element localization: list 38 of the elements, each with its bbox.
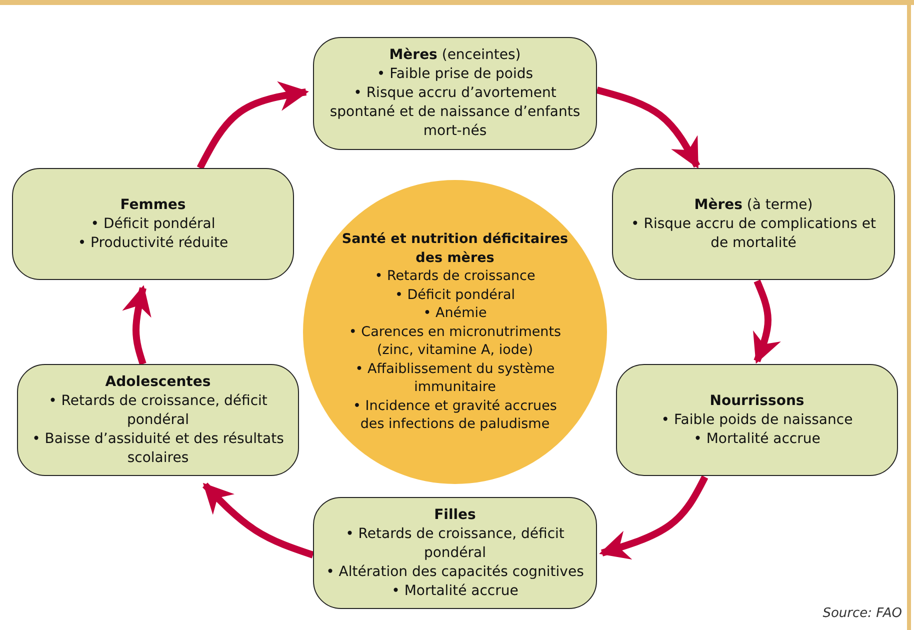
arrow [196,81,309,170]
bullet-text: • Productivité réduite [78,234,228,252]
process-box [616,364,898,476]
node-heading: Nourrissons [710,392,804,410]
node-heading: Santé et nutrition déficitaires des mères [340,230,570,268]
arrow [753,280,781,364]
arrow [596,86,700,169]
bullet-text: • Risque accru de complications et de mortalité [630,214,877,252]
bullet-text: • Baisse d’assiduité et des résultats scolaires [31,430,285,468]
bullet-text: • Retards de croissance, déficit pondéral [344,524,566,562]
node-heading: Adolescentes [105,372,211,392]
bullet-text: • Retards de croissance, déficit pondéral [48,392,268,430]
arrow [122,285,152,366]
source-note: Source: FAO [822,606,902,621]
arrow [599,475,708,560]
process-box [17,364,299,476]
bullet-text: • Déficit pondéral [394,286,516,304]
bullet-text: • Altération des capacités cognitives [326,562,584,582]
bullet-text: • Affaiblissement du système immunitaire [354,360,556,397]
bullet-text: • Risque accru d’avortement spontané et de naissance d’enfants mort-nés [328,84,582,141]
bullet-text: • Faible prise de poids [376,65,534,84]
bullet-text: • Incidence et gravité accrues des infections de paludisme [352,396,558,434]
bullet-text: • Mortalité accrue [392,582,518,600]
process-box [313,37,597,150]
bullet-text: • Déficit pondéral [90,214,216,234]
bullet-text: • Carences en micronutriments (zinc, vitamine A, iode) [348,322,562,360]
bullet-text: • Mortalité accrue [694,430,820,448]
process-box [12,168,294,280]
bullet-text: • Anémie [423,304,487,323]
node-heading: Mères (enceintes) [389,46,521,65]
node-heading: Femmes [120,196,186,214]
node-heading: Filles [434,506,476,524]
bullet-text: • Retards de croissance [374,267,536,286]
arrow [202,482,314,558]
process-box [612,168,895,280]
process-box [313,497,597,609]
node-heading: Mères (à terme) [694,196,813,214]
bullet-text: • Faible poids de naissance [661,410,853,430]
